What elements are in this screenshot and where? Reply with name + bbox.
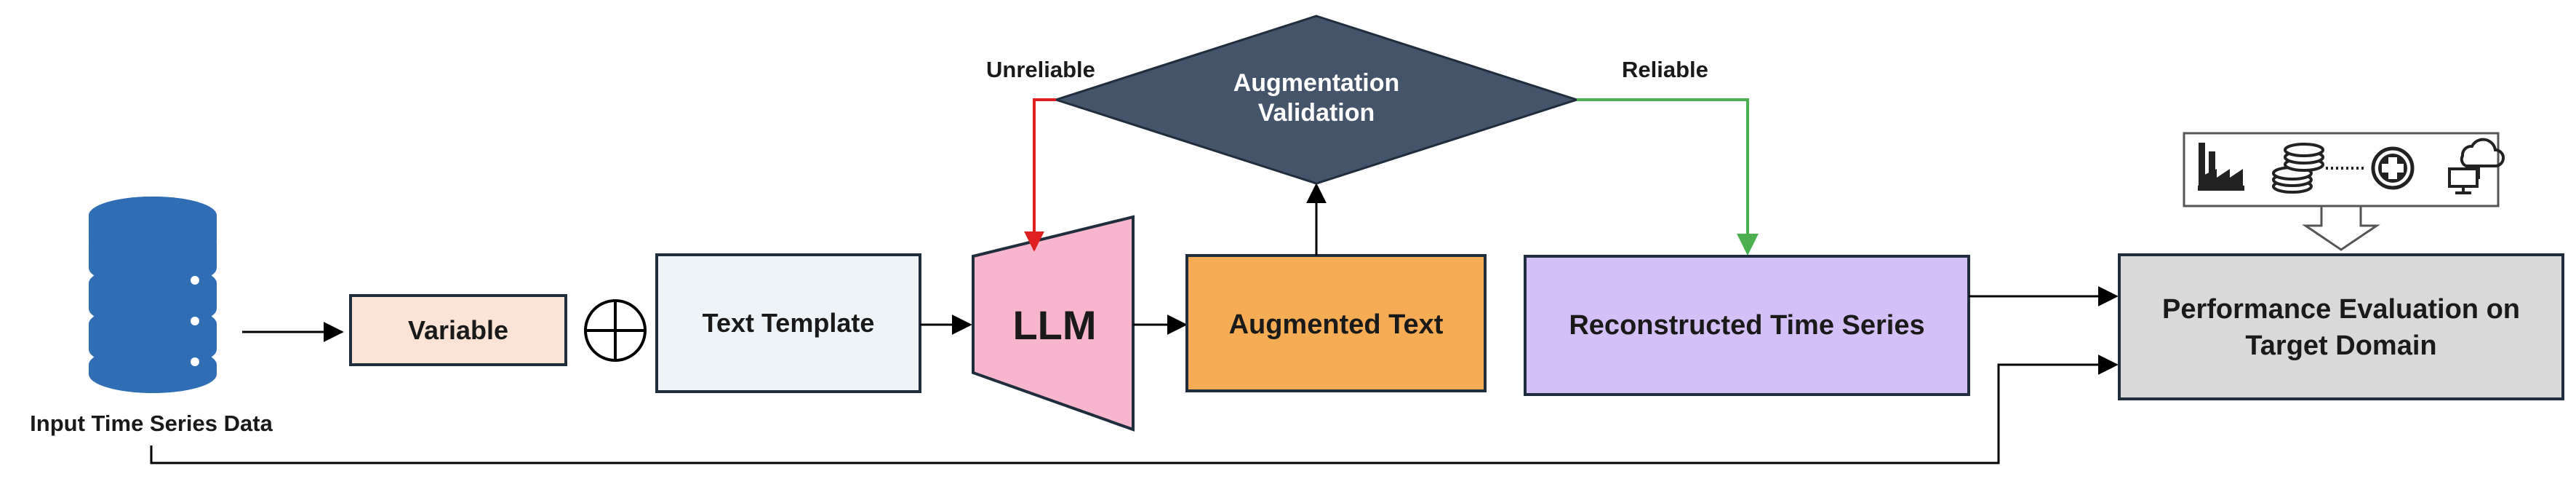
evaluation-label-line1: Performance Evaluation on: [2162, 294, 2520, 325]
validation-label-line2: Validation: [1258, 99, 1375, 127]
augmented-text-box: [1185, 254, 1487, 392]
text-template-box: [655, 253, 921, 393]
medical-cross-icon: [2371, 146, 2415, 190]
edge-input-to-evaluation: [150, 355, 2119, 464]
validation-label-line1: Augmentation: [1233, 69, 1400, 97]
edge-reliable: [1577, 98, 1759, 256]
llm-node: [972, 215, 1135, 432]
evaluation-label-line2: Target Domain: [2245, 330, 2436, 361]
text-template-label: Text Template: [703, 308, 875, 338]
coins-icon: [2272, 143, 2324, 194]
augmented-text-label: Augmented Text: [1229, 309, 1444, 340]
cloud-computer-icon: [2448, 138, 2505, 194]
factory-icon: [2198, 143, 2244, 191]
domain-icons-callout: [2183, 132, 2500, 251]
database-icon: [89, 197, 217, 393]
reliable-label: Reliable: [1622, 57, 1708, 82]
concat-operator-icon: [584, 299, 647, 362]
input-data-label: Input Time Series Data: [30, 411, 273, 436]
reconstructed-box: [1524, 255, 1970, 396]
evaluation-box: [2118, 253, 2564, 400]
validation-diamond: [1052, 15, 1580, 185]
llm-label: LLM: [1012, 302, 1096, 348]
variable-box: [349, 294, 567, 366]
reconstructed-label: Reconstructed Time Series: [1569, 310, 1924, 341]
variable-label: Variable: [408, 315, 508, 345]
edge-unreliable: [1024, 98, 1056, 252]
unreliable-label: Unreliable: [986, 57, 1095, 82]
